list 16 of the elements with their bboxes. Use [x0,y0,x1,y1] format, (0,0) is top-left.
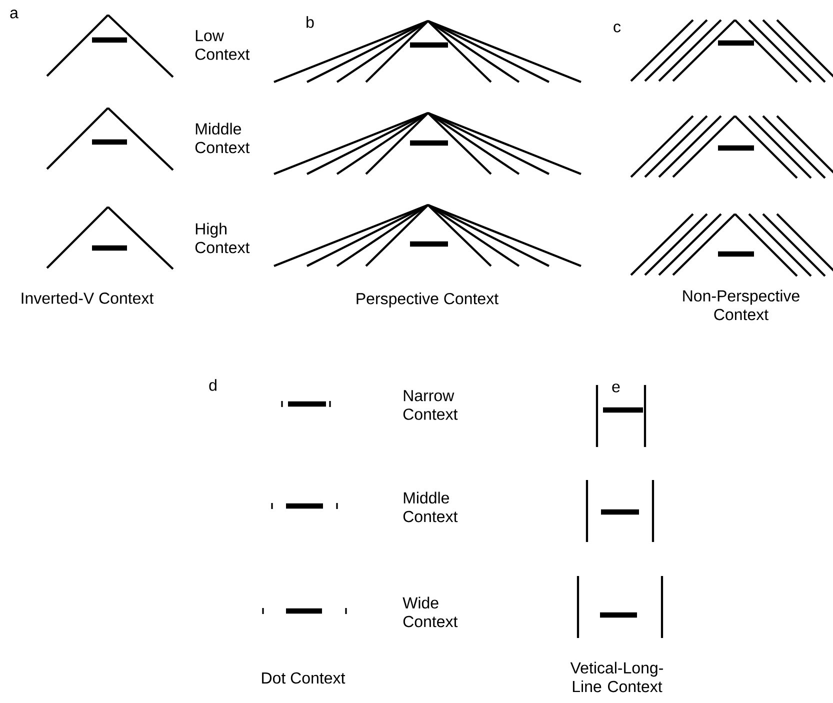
panel-caption: Non-Perspective Context [683,290,800,320]
condition-label: Low Context [195,30,250,60]
panel-caption: Perspective Context [356,292,498,308]
panel-caption: Inverted-V Context [22,292,154,304]
panel-letter: e [612,384,620,392]
panel-letter: c [614,24,621,32]
condition-label: Middle Context [195,122,250,154]
panel-letter: b [306,16,314,28]
condition-label: High Context [195,222,250,254]
condition-label: Narrow Context [403,390,458,420]
panel-letter: a [10,10,18,18]
condition-label: Middle Context [403,492,458,522]
panel-caption: Vetical-Long-Line Context [570,662,663,692]
condition-label: Wide Context [402,596,458,628]
panel-letter: d [209,379,216,391]
panel-caption: Dot Context [262,672,346,684]
